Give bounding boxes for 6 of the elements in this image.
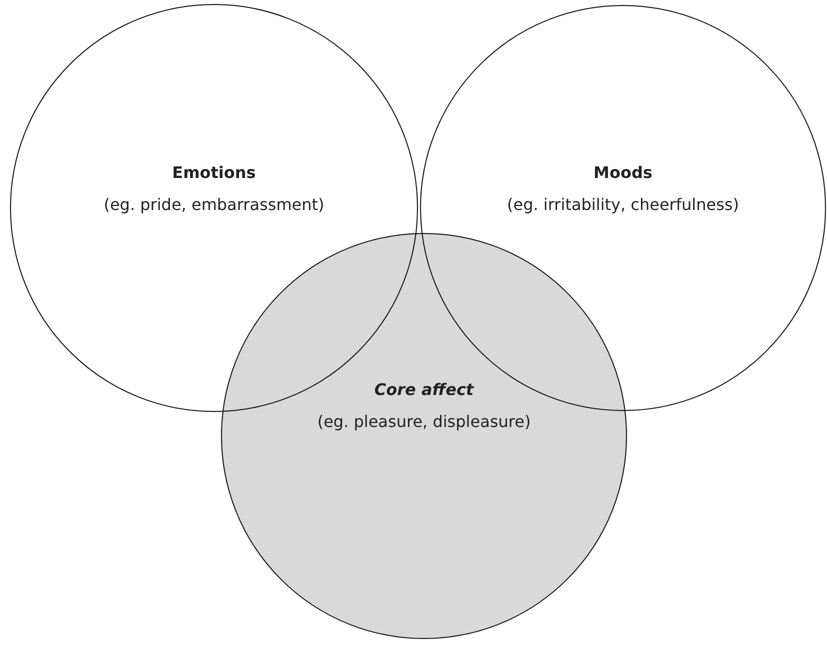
example-text: (eg. pride, embarrassment) (104, 194, 324, 216)
circle-heading: Emotions (172, 162, 256, 184)
example-text: (eg. pleasure, displeasure) (317, 411, 531, 433)
example-text: (eg. irritability, cheerfulness) (507, 194, 739, 216)
circle-heading: Moods (594, 162, 652, 184)
circle-heading: Core affect (374, 379, 474, 401)
